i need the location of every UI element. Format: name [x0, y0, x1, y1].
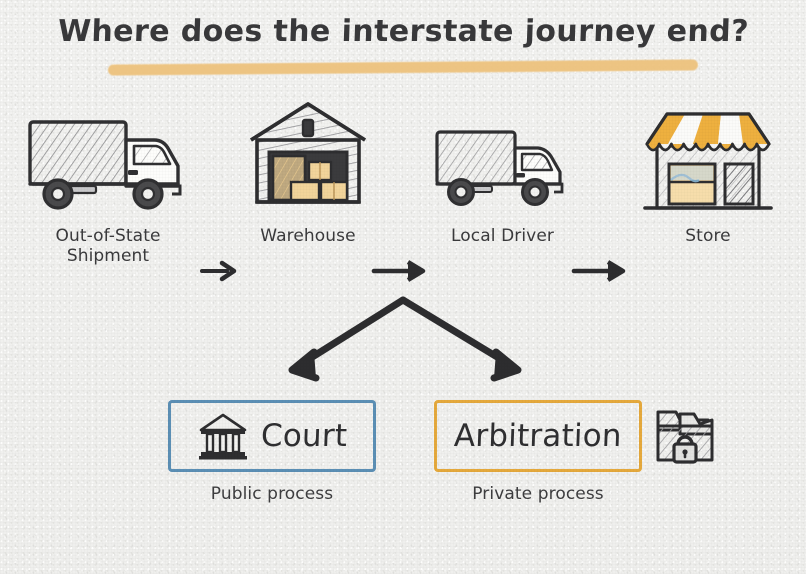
arbitration-box[interactable]: Arbitration [434, 400, 642, 472]
flow-step-out-of-state-shipment[interactable]: Out-of-State Shipment [18, 98, 198, 267]
locked-folder-icon [650, 400, 722, 472]
court-label: Court [260, 418, 348, 454]
courthouse-icon [197, 411, 249, 461]
storefront-icon [628, 98, 788, 218]
arbitration-label: Arbitration [453, 418, 623, 454]
title-block: Where does the interstate journey end? [0, 14, 806, 76]
page-title: Where does the interstate journey end? [56, 14, 750, 49]
flow-step-label: Local Driver [451, 226, 554, 246]
flow-step-store[interactable]: Store [628, 98, 788, 246]
arbitration-caption: Private process [472, 484, 604, 504]
box-truck-icon [18, 98, 198, 218]
arrow-right-icon [571, 260, 628, 282]
arrow-right-icon [371, 260, 428, 282]
flow-step-local-driver[interactable]: Local Driver [420, 98, 585, 246]
court-box[interactable]: Court [168, 400, 376, 472]
flow-step-label: Warehouse [260, 226, 356, 246]
flow-step-label: Store [685, 226, 731, 246]
outcome-arbitration[interactable]: Arbitration Private process [434, 400, 642, 504]
warehouse-icon [228, 98, 388, 218]
flow-step-warehouse[interactable]: Warehouse [228, 98, 388, 246]
delivery-truck-icon [420, 98, 585, 218]
title-highlight-stroke [107, 59, 699, 76]
process-flow-row: Out-of-State Shipment [0, 98, 806, 282]
outcome-court[interactable]: Court Public process [168, 400, 376, 504]
court-caption: Public process [210, 484, 334, 504]
arrow-right-icon [200, 260, 240, 282]
branch-split-arrow [240, 212, 580, 402]
flow-step-label: Out-of-State Shipment [55, 226, 161, 267]
